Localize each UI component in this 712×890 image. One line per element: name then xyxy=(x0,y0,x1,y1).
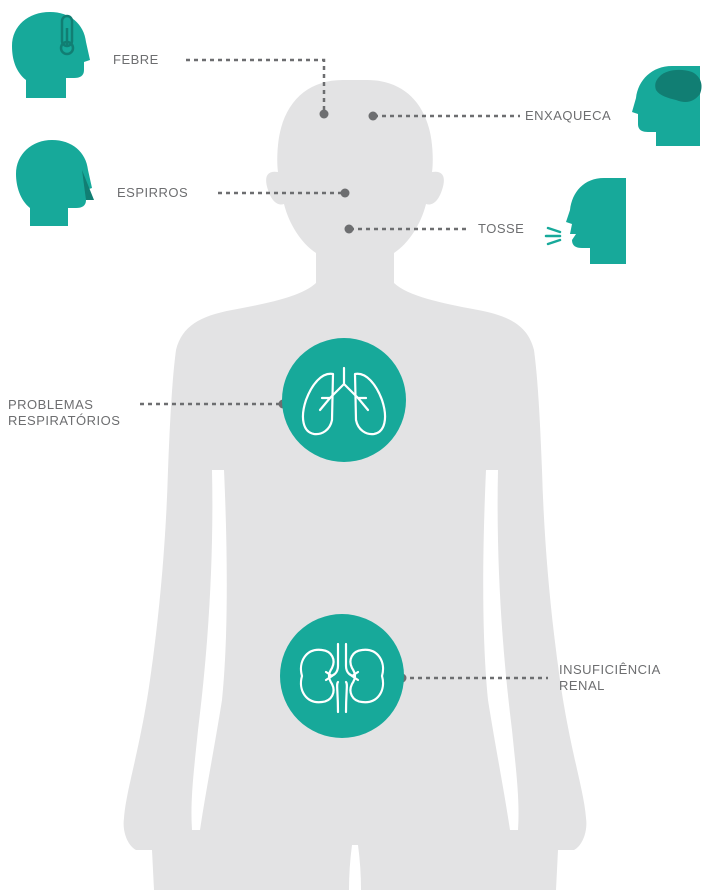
dot-migraine xyxy=(369,112,378,121)
head-thermometer-icon xyxy=(12,12,90,98)
label-fever: FEBRE xyxy=(113,52,159,68)
label-cough: TOSSE xyxy=(478,221,524,237)
cough-breath-line xyxy=(548,240,560,244)
head-cough-icon xyxy=(546,178,626,264)
label-respiratory-line2: RESPIRATÓRIOS xyxy=(8,413,120,429)
dot-fever xyxy=(320,110,329,119)
label-renal-line2: RENAL xyxy=(559,678,661,694)
label-migraine: ENXAQUECA xyxy=(525,108,611,124)
head-sneeze-icon xyxy=(16,140,94,226)
body-outline xyxy=(124,80,587,890)
kidneys-icon xyxy=(280,614,404,738)
label-renal: INSUFICIÊNCIA RENAL xyxy=(559,662,661,694)
label-renal-line1: INSUFICIÊNCIA xyxy=(559,662,661,678)
label-respiratory: PROBLEMAS RESPIRATÓRIOS xyxy=(8,397,120,429)
dot-cough xyxy=(345,225,354,234)
dot-sneezing xyxy=(341,189,350,198)
cough-breath-line xyxy=(548,228,560,232)
body-silhouette xyxy=(124,80,587,890)
head-brain-icon xyxy=(632,66,702,146)
label-respiratory-line1: PROBLEMAS xyxy=(8,397,120,413)
label-sneezing: ESPIRROS xyxy=(117,185,188,201)
lungs-icon xyxy=(282,338,406,462)
